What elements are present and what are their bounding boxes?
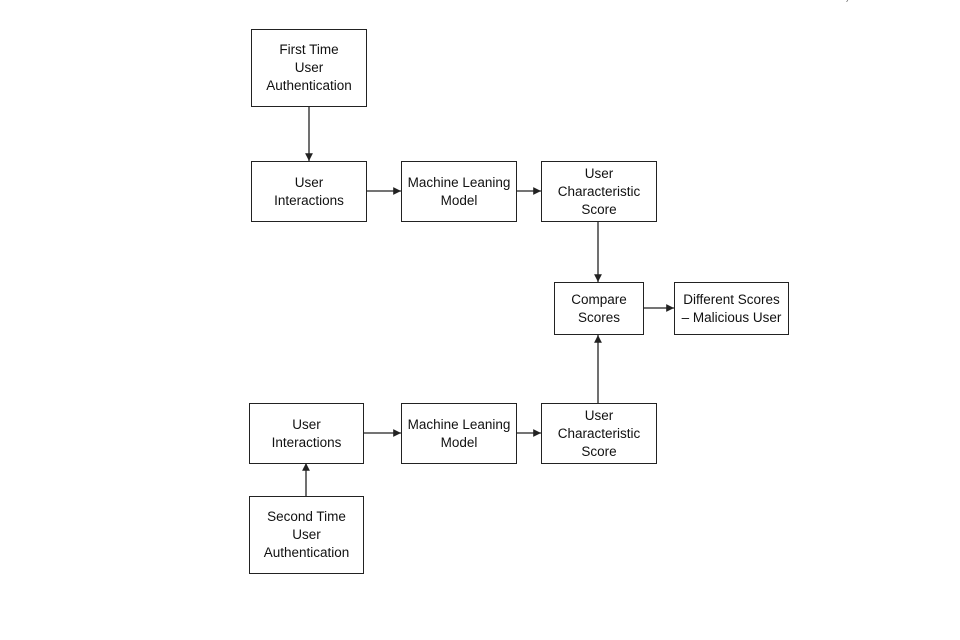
bottom-user-interactions-box: User Interactions [249, 403, 364, 464]
compare-scores-box: Compare Scores [554, 282, 644, 335]
first-time-authentication-box: First Time User Authentication [251, 29, 367, 107]
top-user-characteristic-score-box: User Characteristic Score [541, 161, 657, 222]
malicious-user-result-box: Different Scores – Malicious User [674, 282, 789, 335]
top-user-interactions-box: User Interactions [251, 161, 367, 222]
bottom-user-characteristic-score-box: User Characteristic Score [541, 403, 657, 464]
bottom-machine-learning-model-box: Machine Leaning Model [401, 403, 517, 464]
corner-mark: ) [846, 0, 849, 3]
top-machine-learning-model-box: Machine Leaning Model [401, 161, 517, 222]
second-time-authentication-box: Second Time User Authentication [249, 496, 364, 574]
